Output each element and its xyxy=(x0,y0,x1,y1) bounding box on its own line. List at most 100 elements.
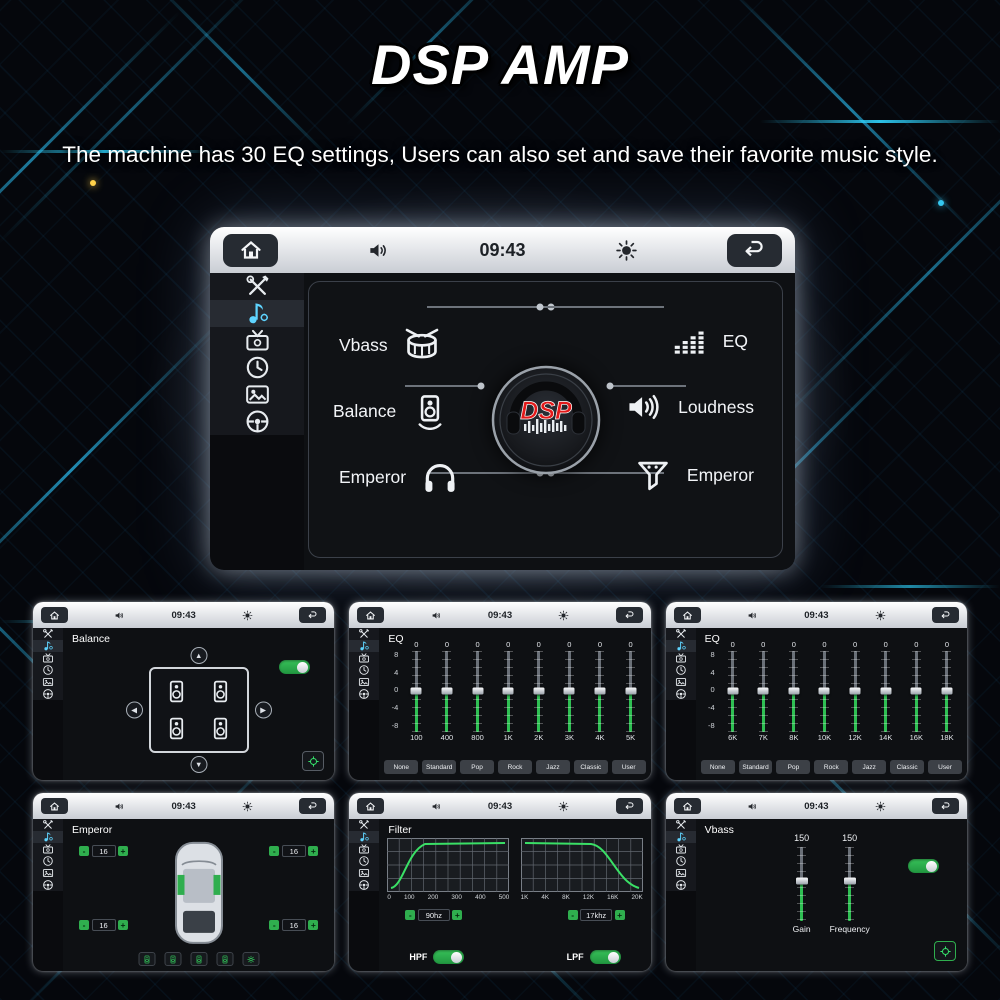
brightness-icon[interactable] xyxy=(558,801,569,812)
volume-icon[interactable] xyxy=(431,801,442,812)
plus-button[interactable]: + xyxy=(308,846,319,856)
plus-button[interactable]: + xyxy=(452,910,463,920)
arrow-left-button[interactable]: ◀ xyxy=(125,701,143,719)
hpf-toggle[interactable] xyxy=(433,950,465,964)
sidebar-item-setup[interactable] xyxy=(33,819,63,831)
back-button[interactable] xyxy=(726,233,782,267)
sidebar-item-gallery[interactable] xyxy=(666,676,696,688)
back-button[interactable] xyxy=(932,607,960,623)
menu-item-emperor-right[interactable]: Emperor xyxy=(634,456,754,494)
sidebar-item-video[interactable] xyxy=(666,843,696,855)
gain-slider[interactable] xyxy=(795,847,808,921)
sidebar-item-setup[interactable] xyxy=(210,273,304,300)
eq-band-slider[interactable] xyxy=(880,650,892,732)
back-button[interactable] xyxy=(932,798,960,814)
sidebar-item-audio[interactable] xyxy=(349,831,380,843)
sidebar-item-steering[interactable] xyxy=(666,879,696,891)
plus-button[interactable]: + xyxy=(118,846,128,856)
home-button[interactable] xyxy=(357,798,385,814)
brightness-icon[interactable] xyxy=(558,610,569,621)
sidebar-item-audio[interactable] xyxy=(665,640,696,652)
home-button[interactable] xyxy=(357,607,385,623)
volume-icon[interactable] xyxy=(747,801,758,812)
sidebar-item-gallery[interactable] xyxy=(33,867,63,879)
sidebar-item-gallery[interactable] xyxy=(349,676,379,688)
plus-button[interactable]: + xyxy=(614,910,625,920)
lpf-toggle[interactable] xyxy=(589,950,621,964)
speaker-select-button[interactable] xyxy=(216,952,234,966)
back-button[interactable] xyxy=(615,798,643,814)
volume-icon[interactable] xyxy=(114,610,125,621)
eq-preset-classic[interactable]: Classic xyxy=(573,760,608,774)
sidebar-item-clock[interactable] xyxy=(349,664,379,676)
sidebar-item-clock[interactable] xyxy=(33,664,63,676)
speaker-grid[interactable] xyxy=(148,667,249,754)
sidebar-item-audio[interactable] xyxy=(33,831,63,843)
speaker-select-button[interactable] xyxy=(138,952,156,966)
minus-button[interactable]: - xyxy=(79,920,89,930)
sidebar-item-gallery[interactable] xyxy=(33,676,63,688)
eq-preset-jazz[interactable]: Jazz xyxy=(535,760,570,774)
sidebar-item-steering[interactable] xyxy=(349,688,379,700)
eq-band-slider[interactable] xyxy=(410,650,422,732)
sidebar-item-audio[interactable] xyxy=(210,300,304,327)
eq-band-slider[interactable] xyxy=(727,650,739,732)
sidebar-item-setup[interactable] xyxy=(349,628,379,640)
arrow-down-button[interactable]: ▼ xyxy=(190,756,208,774)
eq-band-slider[interactable] xyxy=(788,650,800,732)
back-button[interactable] xyxy=(299,607,327,623)
eq-band-slider[interactable] xyxy=(441,650,453,732)
sidebar-item-video[interactable] xyxy=(666,652,696,664)
sidebar-item-clock[interactable] xyxy=(666,855,696,867)
reset-target-button[interactable] xyxy=(302,751,325,771)
eq-preset-none[interactable]: None xyxy=(700,760,735,774)
home-button[interactable] xyxy=(41,607,68,623)
sidebar-item-gallery[interactable] xyxy=(666,867,696,879)
sidebar-item-setup[interactable] xyxy=(33,628,63,640)
arrow-up-button[interactable]: ▲ xyxy=(190,647,208,665)
balance-toggle[interactable] xyxy=(279,660,311,674)
minus-button[interactable]: - xyxy=(79,846,89,856)
eq-band-slider[interactable] xyxy=(594,650,606,732)
speaker-select-button[interactable] xyxy=(190,952,208,966)
minus-button[interactable]: - xyxy=(405,910,416,920)
eq-preset-standard[interactable]: Standard xyxy=(422,760,457,774)
frequency-slider[interactable] xyxy=(843,847,856,921)
eq-preset-rock[interactable]: Rock xyxy=(498,760,532,774)
sidebar-item-clock[interactable] xyxy=(210,354,304,381)
home-button[interactable] xyxy=(673,798,701,814)
eq-preset-user[interactable]: User xyxy=(928,760,962,774)
sidebar-item-clock[interactable] xyxy=(666,664,696,676)
sidebar-item-clock[interactable] xyxy=(349,855,379,867)
minus-button[interactable]: - xyxy=(269,920,280,930)
brightness-icon[interactable] xyxy=(875,801,886,812)
sidebar-item-gallery[interactable] xyxy=(349,867,379,879)
sidebar-item-steering[interactable] xyxy=(210,408,304,435)
menu-item-eq[interactable]: EQ xyxy=(670,322,748,360)
sidebar-item-setup[interactable] xyxy=(666,819,696,831)
sidebar-item-steering[interactable] xyxy=(349,879,379,891)
brightness-icon[interactable] xyxy=(875,610,886,621)
eq-band-slider[interactable] xyxy=(818,650,830,732)
sidebar-item-steering[interactable] xyxy=(33,688,63,700)
eq-band-slider[interactable] xyxy=(472,650,484,732)
sidebar-item-video[interactable] xyxy=(349,843,379,855)
sidebar-item-gallery[interactable] xyxy=(210,381,304,408)
sidebar-item-video[interactable] xyxy=(349,652,379,664)
home-button[interactable] xyxy=(673,607,701,623)
eq-preset-user[interactable]: User xyxy=(611,760,646,774)
volume-icon[interactable] xyxy=(114,801,125,812)
eq-preset-jazz[interactable]: Jazz xyxy=(852,760,887,774)
